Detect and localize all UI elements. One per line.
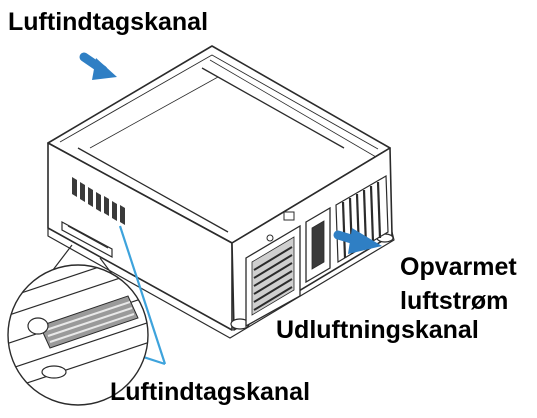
intake-duct-label-top: Luftindtagskanal xyxy=(8,8,209,36)
exhaust-duct-label: Udluftningskanal xyxy=(276,316,479,344)
intake-duct-label-bottom: Luftindtagskanal xyxy=(110,378,311,406)
warm-airflow-label-line2: luftstrøm xyxy=(400,287,509,315)
exhaust-grille xyxy=(245,174,389,328)
arrow-right-icon xyxy=(333,228,382,254)
warm-airflow-label-line1: Opvarmet xyxy=(400,253,517,281)
magnified-intake-inset xyxy=(7,264,149,406)
lower-intake-slot xyxy=(61,220,113,259)
warm-airflow-label: Opvarmet luftstrøm xyxy=(400,250,517,318)
arrow-down-right-icon xyxy=(79,52,117,80)
side-intake-vents xyxy=(72,177,125,225)
